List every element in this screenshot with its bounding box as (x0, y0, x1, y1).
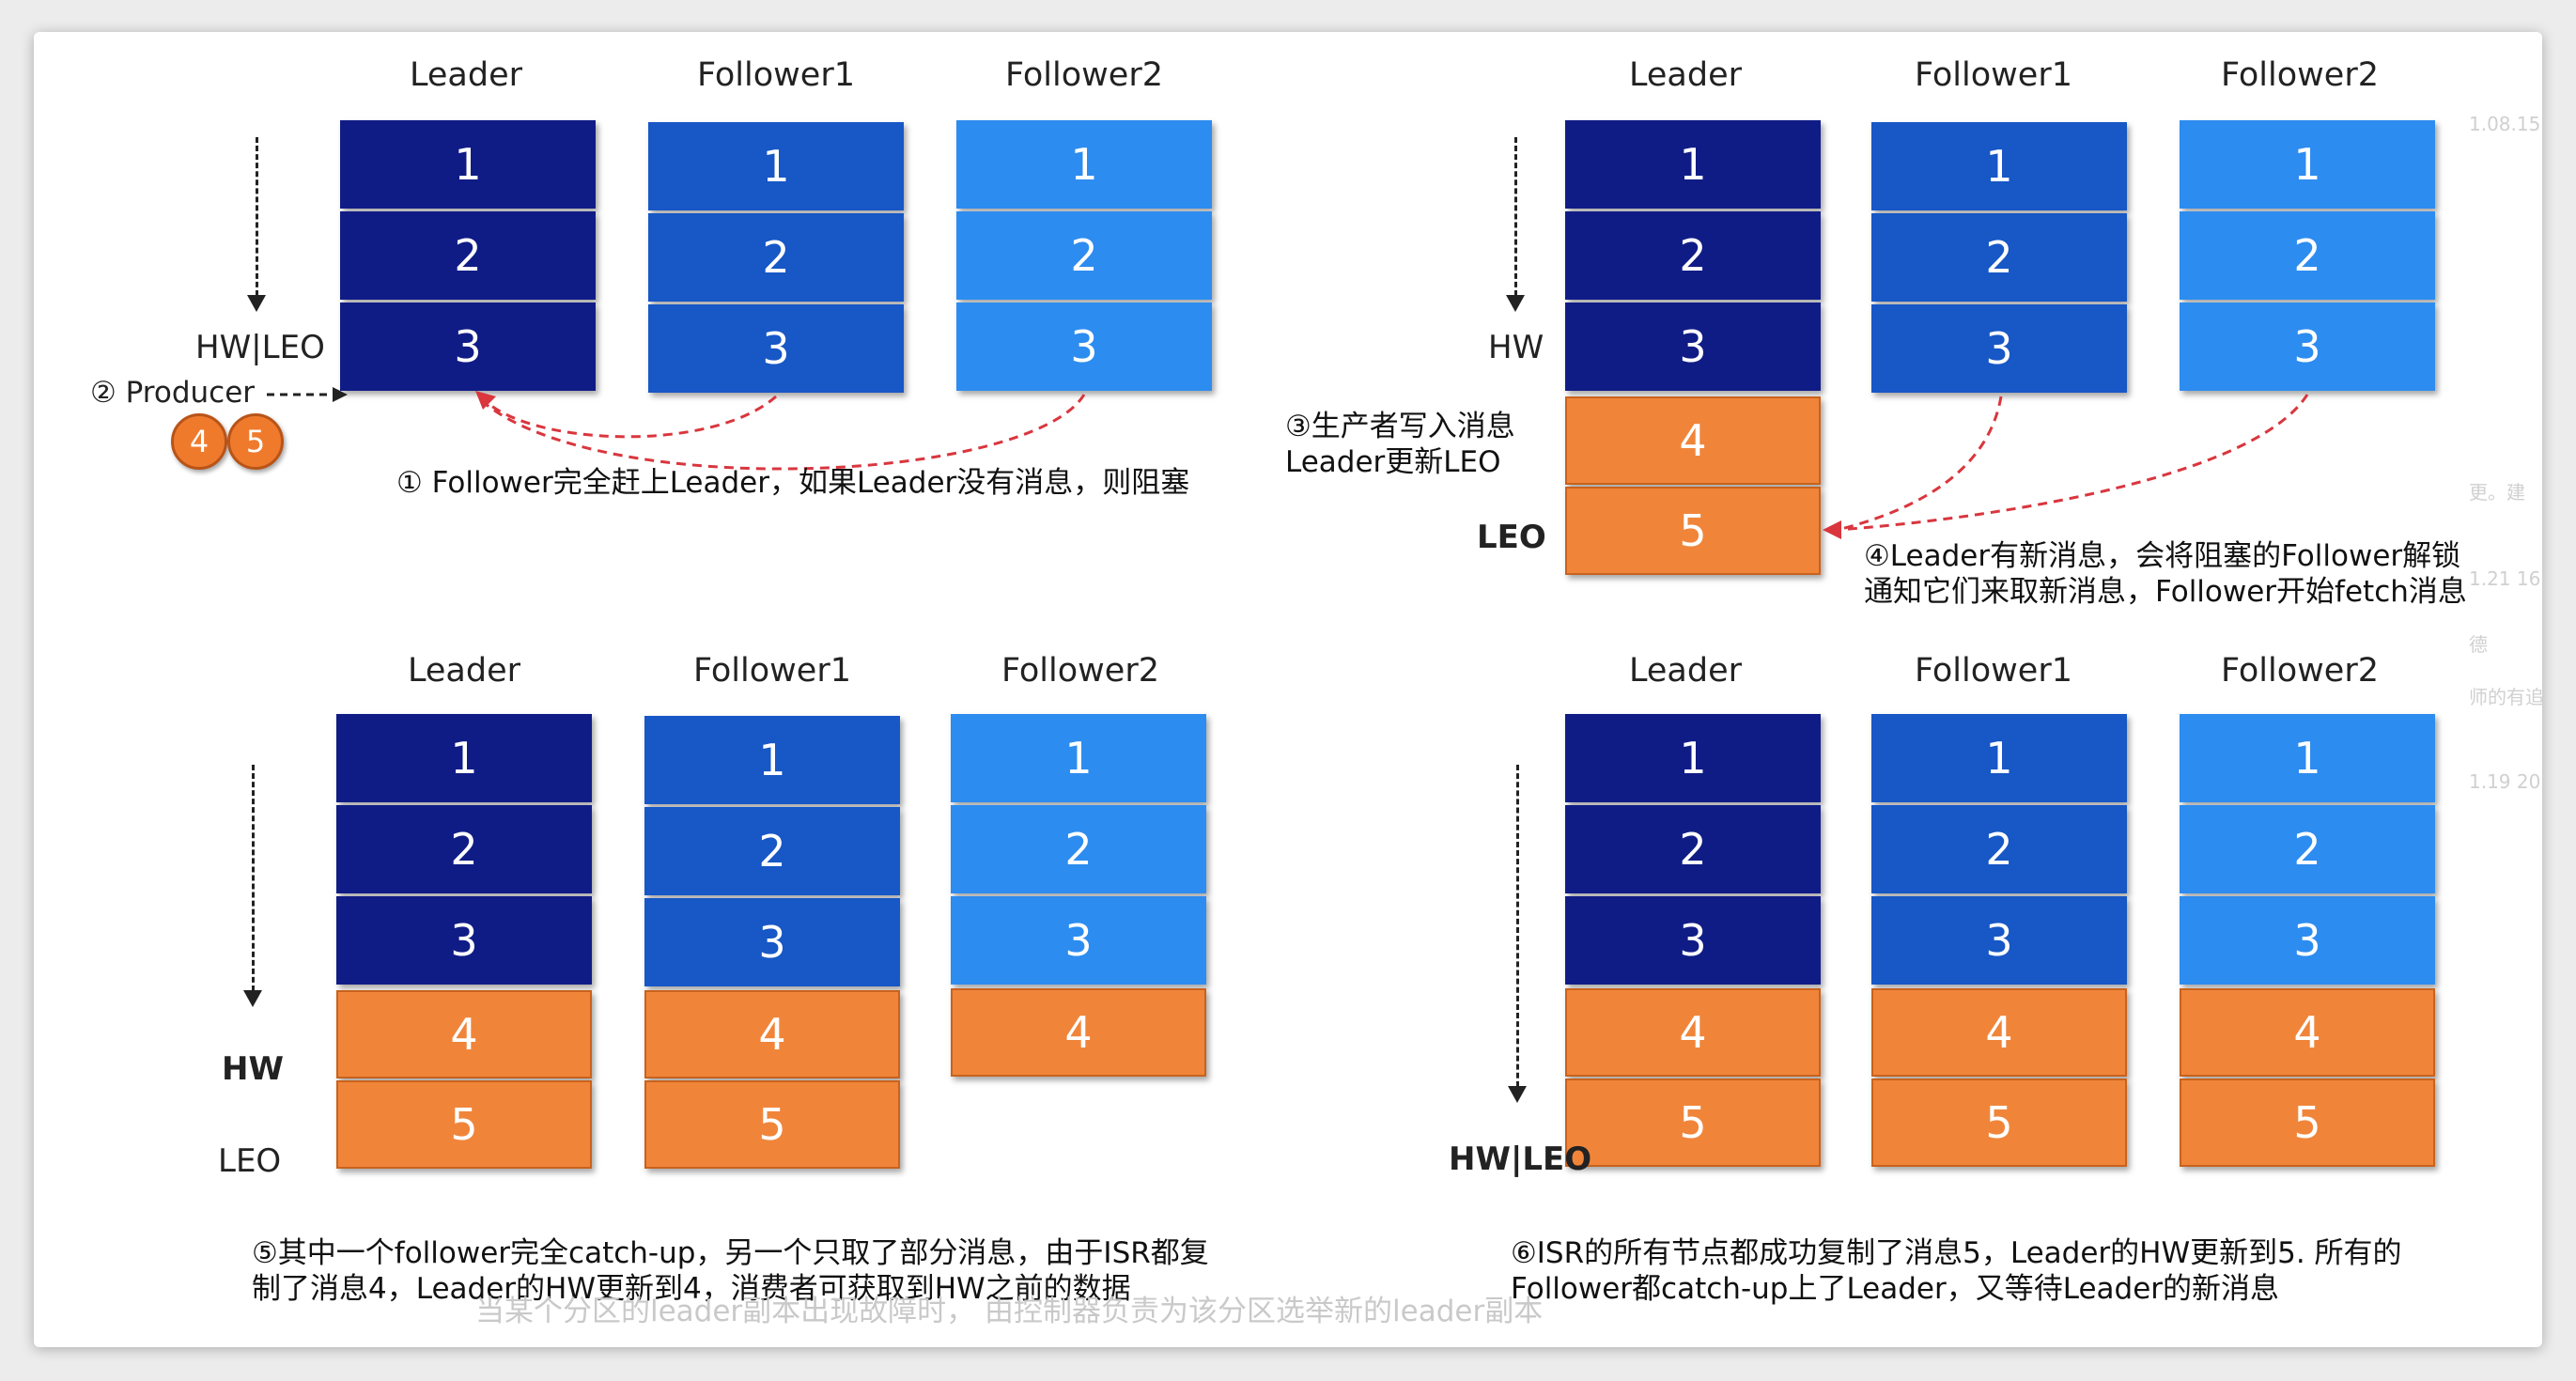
note-producer-write-line2: Leader更新LEO (1285, 445, 1501, 479)
fetch-arrows (475, 391, 1086, 471)
panel-producer-write: Leader Follower1 Follower2 1 2 3 4 5 1 2… (1255, 32, 2505, 680)
leader-msg: 1 (1565, 714, 1821, 802)
header-leader: Leader (409, 56, 522, 94)
offset-down-arrow (1508, 765, 1527, 1103)
leader-new-msg: 4 (1565, 396, 1821, 485)
follower2-new-msg: 4 (951, 988, 1206, 1077)
follower2-msg: 2 (951, 805, 1206, 893)
leader-msg: 1 (340, 120, 596, 209)
header-follower2: Follower2 (1001, 652, 1159, 690)
background-side-text: 德 (2469, 633, 2488, 656)
follower1-msg: 1 (1871, 122, 2127, 210)
note-partial-line2: 制了消息4，Leader的HW更新到4，消费者可获取到HW之前的数据 (252, 1272, 1131, 1306)
leader-msg: 3 (1565, 303, 1821, 391)
producer-label: ② Producer (90, 376, 256, 410)
header-leader: Leader (407, 652, 520, 690)
leo-label: LEO (1477, 519, 1546, 556)
leader-msg: 2 (336, 805, 592, 893)
panel-catch-up: Leader Follower1 Follower2 1 2 3 1 2 3 1… (34, 32, 1283, 680)
background-caption: 当某个分区的leader副本出现故障时， 由控制器负责为该分区选举新的leade… (475, 1295, 1544, 1328)
header-follower2: Follower2 (2221, 56, 2379, 94)
message-circle-4: 4 (171, 413, 227, 470)
offset-down-arrow (243, 765, 262, 1007)
follower1-new-msg: 5 (1871, 1078, 2127, 1167)
follower2-msg: 1 (2180, 120, 2435, 209)
follower1-msg: 2 (648, 213, 904, 302)
follower2-msg: 1 (956, 120, 1212, 209)
leader-new-msg: 5 (1565, 487, 1821, 575)
follower1-new-msg: 4 (644, 990, 900, 1078)
leader-msg: 1 (1565, 120, 1821, 209)
follower2-msg: 3 (956, 303, 1212, 391)
note-full-replication-line1: ⑥ISR的所有节点都成功复制了消息5，Leader的HW更新到5. 所有的 (1511, 1236, 2402, 1270)
leader-msg: 2 (1565, 211, 1821, 300)
leader-msg: 1 (336, 714, 592, 802)
panel-partial-catch-up: Leader Follower1 Follower2 1 2 3 4 5 1 2… (34, 652, 1283, 1306)
panel-full-replication: Leader Follower1 Follower2 1 2 3 4 5 1 2… (1255, 652, 2505, 1306)
follower1-msg: 3 (648, 304, 904, 393)
header-follower1: Follower1 (697, 56, 855, 94)
note-catch-up: ① Follower完全赶上Leader，如果Leader没有消息，则阻塞 (396, 466, 1190, 500)
header-follower1: Follower1 (1915, 652, 2072, 690)
follower2-msg: 3 (2180, 303, 2435, 391)
background-side-text: 更。建 (2469, 481, 2525, 504)
leader-msg: 3 (340, 303, 596, 391)
follower2-msg: 3 (951, 896, 1206, 985)
hw-label: HW (222, 1050, 284, 1088)
background-side-text: 1.21 16 (2469, 567, 2541, 590)
leader-msg: 2 (1565, 805, 1821, 893)
follower1-msg: 3 (644, 898, 900, 986)
follower1-msg: 2 (644, 807, 900, 895)
follower2-new-msg: 4 (2180, 988, 2435, 1077)
header-leader: Leader (1628, 652, 1742, 690)
follower1-msg: 1 (1871, 714, 2127, 802)
leader-new-msg: 5 (336, 1080, 592, 1169)
follower1-new-msg: 4 (1871, 988, 2127, 1077)
header-follower1: Follower1 (1915, 56, 2072, 94)
offset-down-arrow (1506, 137, 1525, 312)
background-side-text: 1.08.15 (2469, 113, 2541, 135)
follower2-msg: 1 (951, 714, 1206, 802)
hw-leo-label: HW|LEO (1449, 1140, 1592, 1178)
offset-down-arrow (247, 137, 266, 312)
follower2-msg: 3 (2180, 896, 2435, 985)
leo-label: LEO (218, 1142, 282, 1180)
follower2-new-msg: 5 (2180, 1078, 2435, 1167)
follower1-msg: 3 (1871, 304, 2127, 393)
leader-new-msg: 4 (336, 990, 592, 1078)
leader-msg: 3 (336, 896, 592, 985)
producer-arrow (267, 387, 348, 402)
leader-msg: 2 (340, 211, 596, 300)
note-partial-line1: ⑤其中一个follower完全catch-up，另一个只取了部分消息，由于ISR… (252, 1236, 1209, 1270)
hw-label: HW (1488, 329, 1544, 366)
note-unblock-line2: 通知它们来取新消息，Follower开始fetch消息 (1864, 575, 2467, 609)
header-follower2: Follower2 (2221, 652, 2379, 690)
leader-msg: 3 (1565, 896, 1821, 985)
diagram-frame: Leader Follower1 Follower2 1 2 3 1 2 3 1… (34, 32, 2542, 1347)
follower1-msg: 2 (1871, 805, 2127, 893)
background-side-text: 1.19 20 (2469, 770, 2541, 793)
message-circle-5: 5 (227, 413, 284, 470)
follower1-msg: 1 (644, 716, 900, 804)
follower1-msg: 3 (1871, 896, 2127, 985)
follower2-msg: 1 (2180, 714, 2435, 802)
header-follower1: Follower1 (693, 652, 851, 690)
leader-new-msg: 5 (1565, 1078, 1821, 1167)
note-producer-write-line1: ③生产者写入消息 (1285, 410, 1515, 443)
follower1-new-msg: 5 (644, 1080, 900, 1169)
unblock-arrows (1823, 394, 2309, 539)
follower2-msg: 2 (2180, 805, 2435, 893)
follower2-msg: 2 (2180, 211, 2435, 300)
header-follower2: Follower2 (1005, 56, 1163, 94)
follower1-msg: 2 (1871, 213, 2127, 302)
leader-new-msg: 4 (1565, 988, 1821, 1077)
header-leader: Leader (1628, 56, 1742, 94)
note-unblock-line1: ④Leader有新消息，会将阻塞的Follower解锁 (1864, 539, 2461, 573)
follower2-msg: 2 (956, 211, 1212, 300)
note-full-replication-line2: Follower都catch-up上了Leader，又等待Leader的新消息 (1511, 1272, 2280, 1306)
background-side-text: 师的有追 (2469, 686, 2544, 708)
follower1-msg: 1 (648, 122, 904, 210)
hw-leo-label: HW|LEO (195, 329, 325, 366)
